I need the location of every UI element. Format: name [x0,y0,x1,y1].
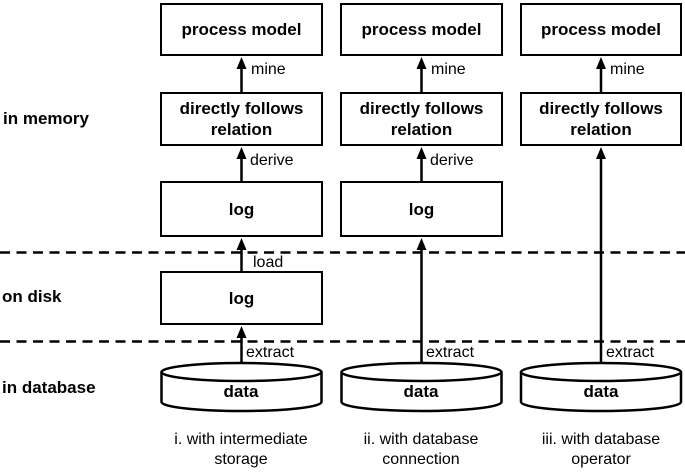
col-ii-derive-label: derive [430,152,474,169]
col-iii-dfr-line1: directly follows [539,99,663,118]
col-iii-mine-arrow [596,57,606,92]
col-ii-data-label: data [403,382,439,401]
col-ii-dfr-line1: directly follows [359,99,484,118]
col-iii-mine-label: mine [610,61,645,78]
col-ii-log-memory-box: log [340,181,503,237]
col-ii-caption: ii. with database connection [311,430,531,470]
col-iii-extract-arrow [596,147,606,363]
col-iii-directly-follows-relation-box: directly follows relation [520,92,682,146]
col-i-caption-line2: storage [214,451,268,468]
col-i-mine-arrow [236,57,247,92]
col-iii-process-model-box: process model [520,3,682,56]
col-iii-caption-line1: iii. with database [541,431,661,448]
col-iii-caption: iii. with database operator [491,430,685,470]
col-i-derive-arrow [236,147,247,181]
col-i-mine-label: mine [251,61,286,78]
col-i-process-model-box: process model [160,3,323,56]
col-i-directly-follows-relation-box: directly follows relation [160,92,323,146]
col-i-log-disk-box: log [160,271,323,325]
zone-label-in-memory: in memory [3,109,89,128]
col-i-caption: i. with intermediate storage [131,430,351,470]
col-iii-extract-label: extract [606,344,655,361]
col-i-dfr-line2: relation [210,120,273,139]
zone-label-on-disk: on disk [2,287,62,306]
col-i-dfr-line1: directly follows [179,99,304,118]
zone-label-in-database: in database [2,378,96,397]
col-ii-extract-arrow [416,238,427,363]
col-ii-mine-label: mine [431,61,466,78]
col-ii-dfr-line2: relation [390,120,453,139]
col-i-extract-arrow [236,326,247,363]
col-ii-derive-arrow [416,147,427,181]
col-ii-directly-follows-relation-box: directly follows relation [340,92,503,146]
col-i-load-label: load [253,254,284,271]
col-ii-mine-arrow [416,57,427,92]
col-ii-caption-line2: connection [382,451,460,468]
col-ii-caption-line1: ii. with database [363,431,479,448]
col-i-log-memory-box: log [160,181,323,237]
col-i-load-arrow [236,238,247,271]
col-iii-data-label: data [583,382,619,401]
col-i-caption-line1: i. with intermediate [174,431,308,448]
col-iii-caption-line2: operator [571,451,631,468]
col-ii-extract-label: extract [426,344,475,361]
col-i-derive-label: derive [250,152,294,169]
col-iii-dfr-line2: relation [570,120,632,139]
col-i-extract-label: extract [246,344,295,361]
col-ii-process-model-box: process model [340,3,503,56]
col-i-data-label: data [223,382,259,401]
